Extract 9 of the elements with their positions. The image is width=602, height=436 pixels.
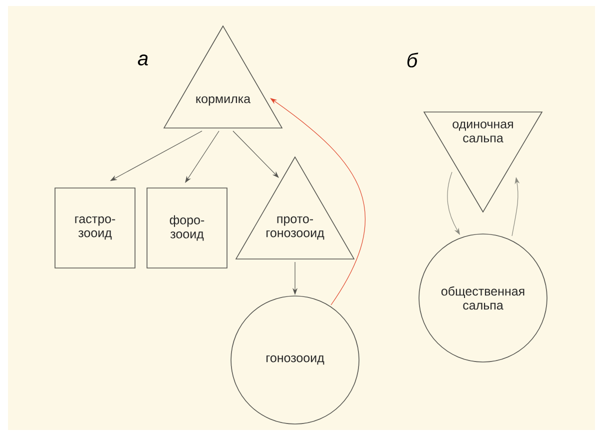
arrow — [447, 172, 460, 235]
square-node: форо- зооид — [146, 188, 228, 268]
circle-node: гонозооид — [230, 296, 360, 424]
panel-letter: б — [407, 52, 418, 68]
arrow — [270, 98, 366, 306]
square-node: гастро- зооид — [54, 188, 136, 268]
circle-node: общественная сальпа — [418, 234, 548, 362]
arrow — [232, 130, 279, 178]
arrow — [185, 130, 220, 183]
